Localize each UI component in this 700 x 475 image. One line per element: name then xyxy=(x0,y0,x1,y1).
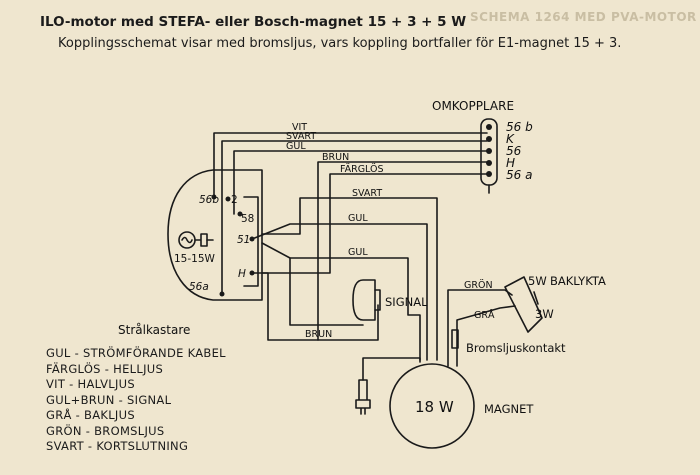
legend-item: GRÖN - BROMSLJUS xyxy=(46,423,165,438)
wire-gul-top xyxy=(233,150,488,215)
wire-label-gul-top: GUL xyxy=(286,141,306,152)
switch-terminal-h: H xyxy=(506,156,515,170)
signal-label: SIGNAL xyxy=(385,295,428,309)
wire-label-brun-top: BRUN xyxy=(322,152,349,163)
headlamp-terminal-56b: 56b xyxy=(199,194,219,206)
tail-light-3w-label: 3W xyxy=(535,307,554,321)
magnet-icon xyxy=(389,363,475,449)
legend-item: GUL - STRÖMFÖRANDE KABEL xyxy=(46,346,226,360)
wire-label-vit: VIT xyxy=(292,122,307,133)
wire-label-gul-low: GUL xyxy=(348,247,368,258)
headlamp-terminal-56a: 56a xyxy=(189,281,209,293)
wire-label-brun-bottom: BRUN xyxy=(305,329,332,340)
wire-gra xyxy=(456,305,516,367)
wire-label-svart-mid: SVART xyxy=(352,188,382,199)
bleed-through-text: SCHEMA 1264 MED PVA-MOTOR xyxy=(470,10,697,24)
wire-brun-top xyxy=(317,161,488,341)
tail-light-5w-label: 5W xyxy=(528,274,547,288)
wire-label-gron: GRÖN xyxy=(464,280,493,291)
tail-light-label: BAKLYKTA xyxy=(550,274,606,288)
wire-gul-mid xyxy=(251,223,428,361)
headlamp-terminal-58: 58 xyxy=(241,213,254,225)
brake-switch-label: Bromsljuskontakt xyxy=(466,341,566,355)
switch-terminal-56a: 56 a xyxy=(506,168,532,182)
wire-gul-low xyxy=(261,242,421,361)
switch-terminal-56: 56 xyxy=(506,144,522,158)
wire-label-farglos: FÄRGLÖS xyxy=(340,164,384,175)
brake-switch-icon xyxy=(451,329,459,349)
switch-terminal-56b: 56 b xyxy=(506,120,533,134)
wire-brun-bottom xyxy=(251,272,379,341)
tail-light-icon xyxy=(504,276,543,333)
page-title: ILO-motor med STEFA- eller Bosch-magnet … xyxy=(40,14,467,30)
legend-item: VIT - HALVLJUS xyxy=(46,377,135,391)
color-legend: GUL - STRÖMFÖRANDE KABEL FÄRGLÖS - HELLJ… xyxy=(46,346,226,455)
legend-item: GUL+BRUN - SIGNAL xyxy=(46,392,172,407)
headlamp-terminal-h: H xyxy=(238,268,246,280)
headlamp-label: Strålkastare xyxy=(118,323,190,337)
switch-terminals xyxy=(211,124,492,297)
wire-label-gul-mid: GUL xyxy=(348,213,368,224)
wire-label-svart-top: SVART xyxy=(286,131,316,142)
switch-title: OMKOPPLARE xyxy=(432,99,514,113)
spark-plug-icon xyxy=(355,379,371,415)
magnet-label: MAGNET xyxy=(484,402,534,416)
headlamp-terminal-51: 51 xyxy=(237,234,250,246)
page-subtitle: Kopplingsschemat visar med bromsljus, va… xyxy=(58,36,622,51)
headlamp-bulb-label: 15-15W xyxy=(174,253,216,265)
wire-vit xyxy=(213,132,488,198)
switch-terminal-k: K xyxy=(506,132,515,146)
wire-svart-mid xyxy=(261,197,438,361)
wire-label-gra: GRÅ xyxy=(474,309,495,321)
magnet-value: 18 W xyxy=(415,398,454,416)
wire-svart-top xyxy=(221,140,488,295)
legend-item: SVART - KORTSLUTNING xyxy=(46,439,189,453)
headlamp-terminal-2: 2 xyxy=(231,194,238,206)
legend-item: GRÅ - BAKLJUS xyxy=(46,408,135,422)
signal-horn-icon xyxy=(352,279,376,321)
legend-item: FÄRGLÖS - HELLJUS xyxy=(46,361,164,376)
